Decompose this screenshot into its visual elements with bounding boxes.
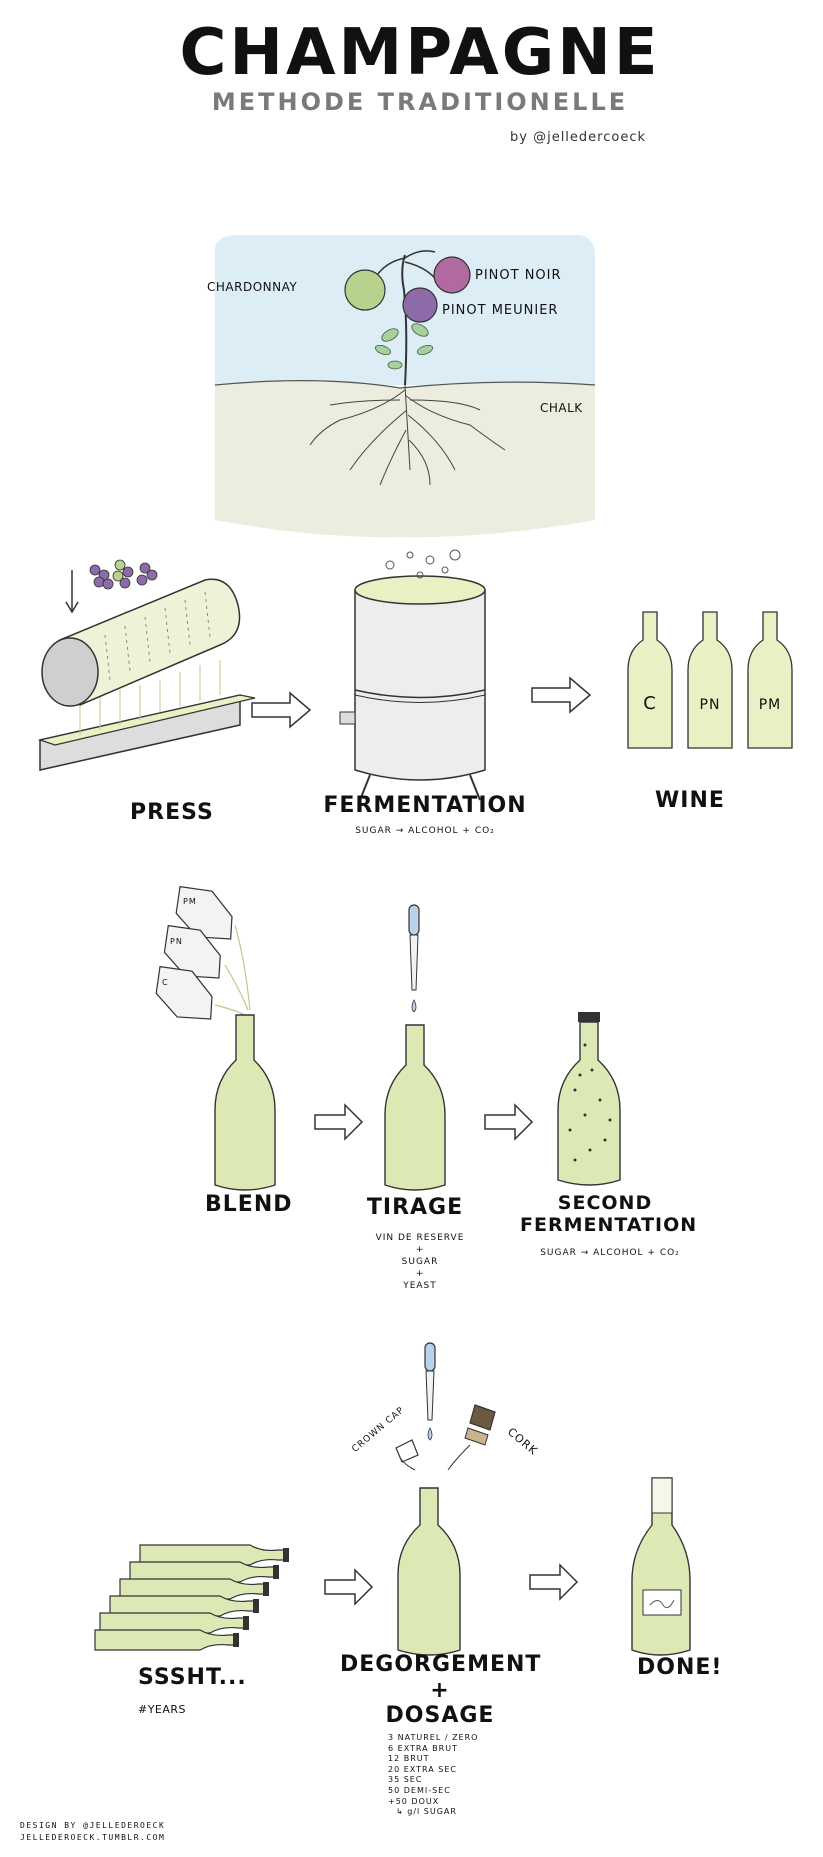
dosage-level: +50 DOUX	[388, 1796, 440, 1806]
label-plus: +	[430, 1678, 450, 1703]
label-years: #YEARS	[138, 1703, 187, 1716]
chardonnay-grape	[344, 269, 386, 311]
pinot-meunier-grape	[402, 287, 438, 323]
dosage-level: ↳ g/l SUGAR	[396, 1807, 457, 1817]
byline: by @jelledercoeck	[510, 130, 646, 145]
wine-bottles	[627, 611, 793, 749]
label-degorgement: DEGORGEMENT	[340, 1652, 542, 1677]
blend-bottle-label-c: C	[162, 978, 169, 987]
label-done: DONE!	[637, 1655, 723, 1680]
footer-design-by: DESIGN BY @JELLEDEROECK	[20, 1821, 166, 1830]
arrow-right-icon	[531, 676, 592, 714]
dosage-level: 50 DEMI-SEC	[388, 1785, 451, 1795]
label-ssht: SSSHT...	[138, 1665, 247, 1690]
champagne-bottle-done	[631, 1477, 691, 1656]
blend-bottle	[214, 1014, 276, 1191]
label-fermentation: FERMENTATION	[323, 793, 527, 818]
roots	[309, 384, 506, 486]
page-title: CHAMPAGNE	[179, 16, 661, 90]
crown-cap-icon	[395, 1439, 419, 1463]
blend-bottle-label-pm: PM	[183, 897, 197, 906]
arrow-right-icon	[324, 1568, 374, 1606]
label-blend: BLEND	[205, 1192, 293, 1217]
tirage-ingredients: VIN DE RESERVE + SUGAR + YEAST	[360, 1232, 480, 1292]
footer-credit: DESIGN BY @JELLEDEROECK JELLEDEROECK.TUM…	[20, 1820, 165, 1844]
pinot-noir-grape	[433, 256, 471, 294]
dosage-level: 3 NATUREL / ZERO	[388, 1733, 479, 1742]
bottle-label-pn: PN	[699, 697, 721, 713]
label-chalk: CHALK	[540, 401, 583, 415]
tirage-line: VIN DE RESERVE	[375, 1233, 465, 1243]
bottle-label-c: C	[643, 693, 657, 714]
arrow-right-icon	[314, 1103, 364, 1141]
tirage-line: +	[415, 1269, 425, 1279]
dosage-level: 12 BRUT	[388, 1754, 430, 1764]
label-chardonnay: CHARDONNAY	[207, 280, 298, 294]
label-press: PRESS	[130, 800, 214, 825]
label-fermentation-2: FERMENTATION	[520, 1214, 698, 1236]
blend-bottle-label-pn: PN	[170, 937, 183, 946]
degorgement-bottle	[397, 1487, 461, 1656]
label-tirage: TIRAGE	[366, 1195, 464, 1220]
second-fermentation-formula: SUGAR → ALCOHOL + CO₂	[540, 1248, 680, 1258]
cork-icon	[464, 1404, 496, 1446]
dosage-list: 3 NATUREL / ZERO 6 EXTRA BRUT 12 BRUT 20…	[388, 1733, 478, 1818]
tirage-bottle	[384, 1024, 446, 1191]
label-second: SECOND	[557, 1192, 653, 1214]
fermentation-formula: SUGAR → ALCOHOL + CO₂	[355, 826, 495, 836]
footer-url: JELLEDEROECK.TUMBLR.COM	[20, 1833, 166, 1842]
label-pinot-noir: PINOT NOIR	[475, 268, 562, 283]
tirage-line: +	[415, 1245, 425, 1255]
label-dosage: DOSAGE	[385, 1703, 495, 1728]
arrow-right-icon	[529, 1563, 579, 1601]
bottle-label-pm: PM	[758, 697, 782, 713]
dosage-level: 6 EXTRA BRUT	[388, 1743, 458, 1753]
dosage-level: 35 SEC	[388, 1775, 423, 1785]
label-second-fermentation: SECOND FERMENTATION	[520, 1192, 698, 1236]
label-wine: WINE	[655, 788, 725, 813]
page-subtitle: METHODE TRADITIONELLE	[211, 88, 629, 116]
tirage-line: SUGAR	[401, 1257, 439, 1267]
blend-pour-bottles	[155, 885, 233, 1020]
arrow-right-icon	[251, 691, 312, 729]
fermentation-tank	[339, 549, 486, 801]
tirage-line: YEAST	[403, 1281, 437, 1291]
label-pinot-meunier: PINOT MEUNIER	[442, 303, 559, 318]
press-illustration	[37, 559, 256, 771]
second-fermentation-bottle	[557, 1012, 621, 1186]
dosage-level: 20 EXTRA SEC	[388, 1764, 457, 1774]
stacked-bottles	[94, 1544, 286, 1651]
dosage-pipette-icon	[424, 1342, 436, 1441]
arrow-right-icon	[484, 1103, 534, 1141]
pipette-icon	[408, 904, 420, 1013]
